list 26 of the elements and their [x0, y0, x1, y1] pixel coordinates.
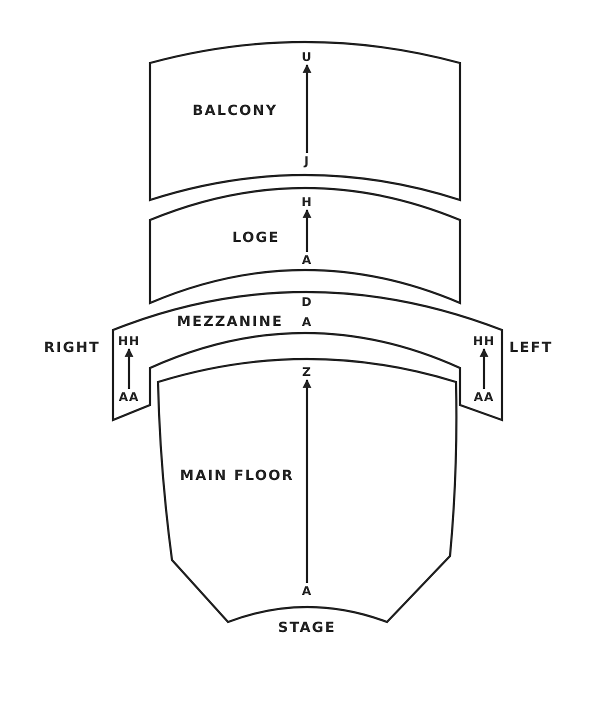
row-letter: HH [472, 335, 496, 347]
arrow [302, 64, 312, 153]
row-letter: AA [118, 391, 140, 403]
section-name: MAIN FLOOR [180, 469, 294, 483]
side-label: LEFT [509, 341, 553, 355]
row-letter: HH [118, 335, 140, 347]
row-letter: D [302, 296, 312, 308]
row-letter: A [302, 585, 312, 597]
arrow [124, 348, 134, 389]
side-label: RIGHT [44, 341, 100, 355]
section-name: MEZZANINE [176, 315, 284, 329]
row-letter: AA [474, 391, 494, 403]
stage-label: STAGE [278, 621, 336, 635]
seating-section [111, 290, 504, 422]
arrow [302, 379, 312, 583]
row-letter: Z [302, 366, 312, 378]
section-name: BALCONY [192, 104, 278, 118]
row-letter: A [302, 316, 312, 328]
section-name: LOGE [232, 231, 280, 245]
arrow [480, 348, 488, 389]
row-letter: U [302, 51, 312, 63]
row-letter: H [301, 196, 313, 208]
seating-section [148, 186, 462, 305]
row-letter: J [304, 155, 310, 167]
row-letter: A [302, 254, 312, 266]
arrow [302, 209, 312, 252]
